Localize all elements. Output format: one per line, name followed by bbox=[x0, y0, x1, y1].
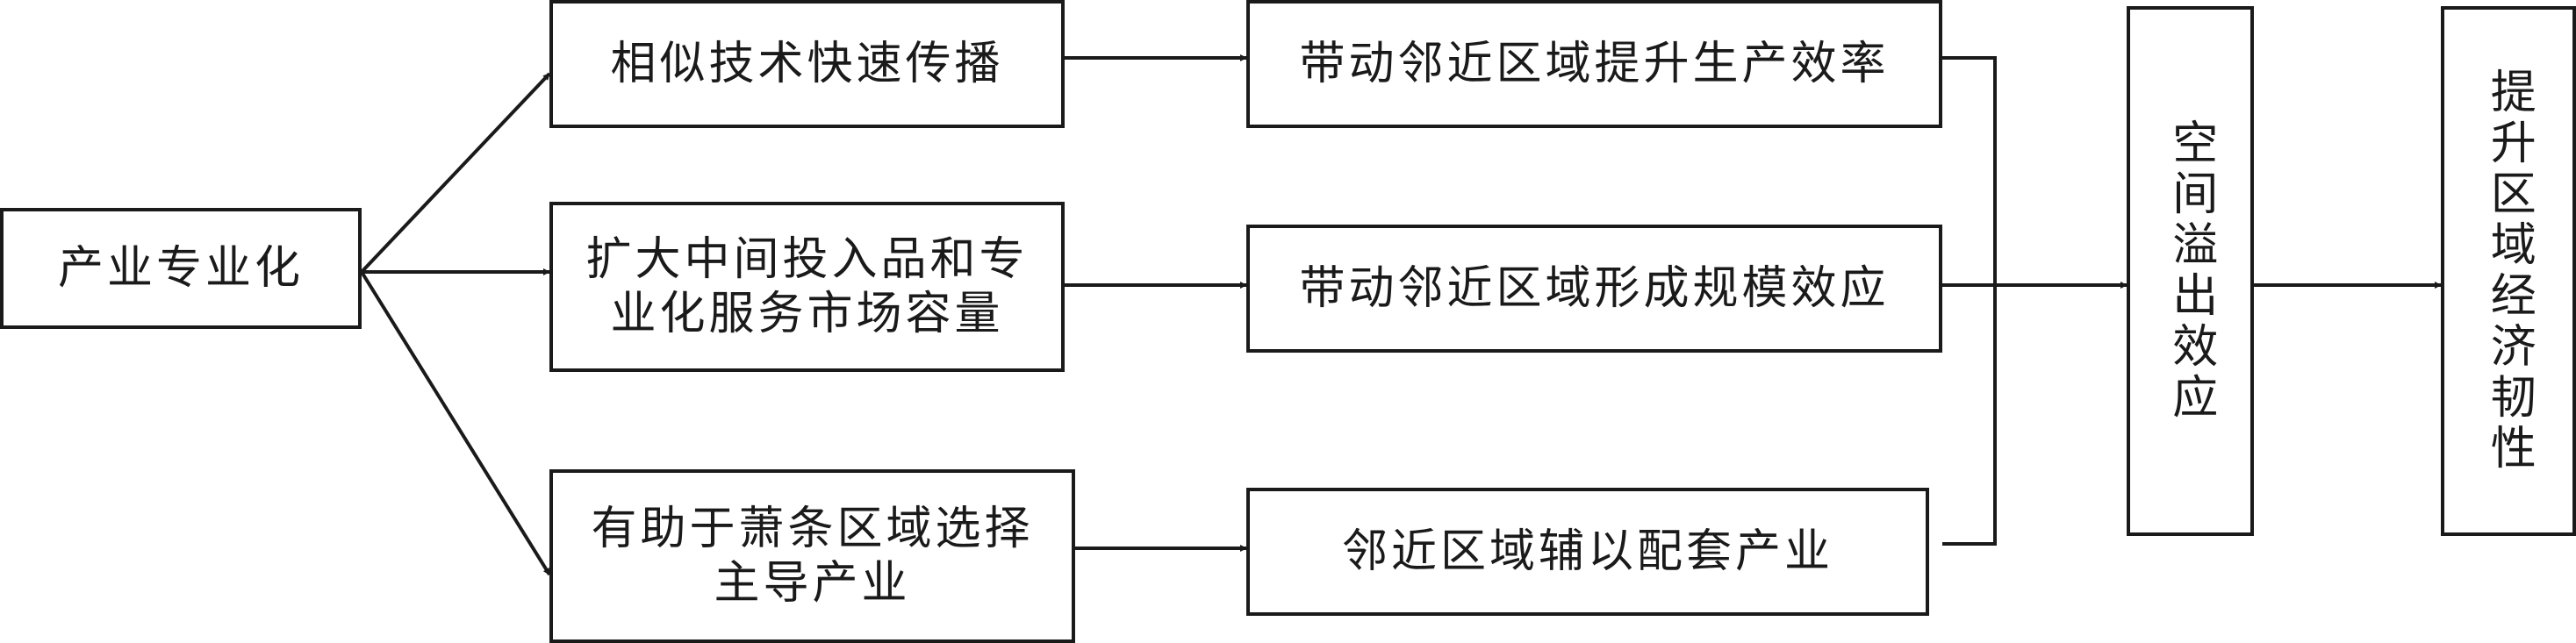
node-neighbor-productivity-label: 带动邻近区域提升生产效率 bbox=[1299, 37, 1890, 90]
node-industry-specialization: 产业专业化 bbox=[0, 208, 362, 329]
node-neighbor-productivity: 带动邻近区域提升生产效率 bbox=[1246, 0, 1942, 128]
arrow-specialization-to-leading bbox=[360, 270, 551, 576]
node-neighbor-supporting: 邻近区域辅以配套产业 bbox=[1246, 488, 1929, 616]
node-leading-industry: 有助于萧条区域选择 主导产业 bbox=[549, 469, 1075, 643]
node-market-capacity-line1: 扩大中间投入品和专 bbox=[585, 232, 1029, 286]
node-market-capacity: 扩大中间投入品和专 业化服务市场容量 bbox=[549, 202, 1065, 372]
node-market-capacity-text: 扩大中间投入品和专 业化服务市场容量 bbox=[585, 232, 1028, 342]
node-neighbor-scale-label: 带动邻近区域形成规模效应 bbox=[1299, 261, 1890, 315]
node-regional-resilience-label: 提升区域经济韧性 bbox=[2482, 68, 2536, 475]
node-market-capacity-line2: 业化服务市场容量 bbox=[610, 288, 1004, 340]
arrow-specialization-to-tech bbox=[360, 72, 551, 274]
bracket-to-spillover bbox=[1942, 56, 1997, 546]
node-neighbor-scale: 带动邻近区域形成规模效应 bbox=[1246, 225, 1942, 353]
node-spillover-effect: 空间溢出效应 bbox=[2127, 6, 2254, 536]
node-neighbor-supporting-label: 邻近区域辅以配套产业 bbox=[1341, 525, 1833, 578]
node-industry-specialization-label: 产业专业化 bbox=[57, 241, 304, 295]
node-leading-industry-text: 有助于萧条区域选择 主导产业 bbox=[591, 502, 1033, 611]
node-leading-industry-line2: 主导产业 bbox=[714, 557, 911, 610]
node-regional-resilience: 提升区域经济韧性 bbox=[2441, 6, 2576, 536]
node-tech-spread-label: 相似技术快速传播 bbox=[610, 37, 1004, 90]
node-spillover-effect-label: 空间溢出效应 bbox=[2163, 118, 2217, 424]
node-tech-spread: 相似技术快速传播 bbox=[549, 0, 1065, 128]
node-leading-industry-line1: 有助于萧条区域选择 bbox=[591, 502, 1034, 555]
